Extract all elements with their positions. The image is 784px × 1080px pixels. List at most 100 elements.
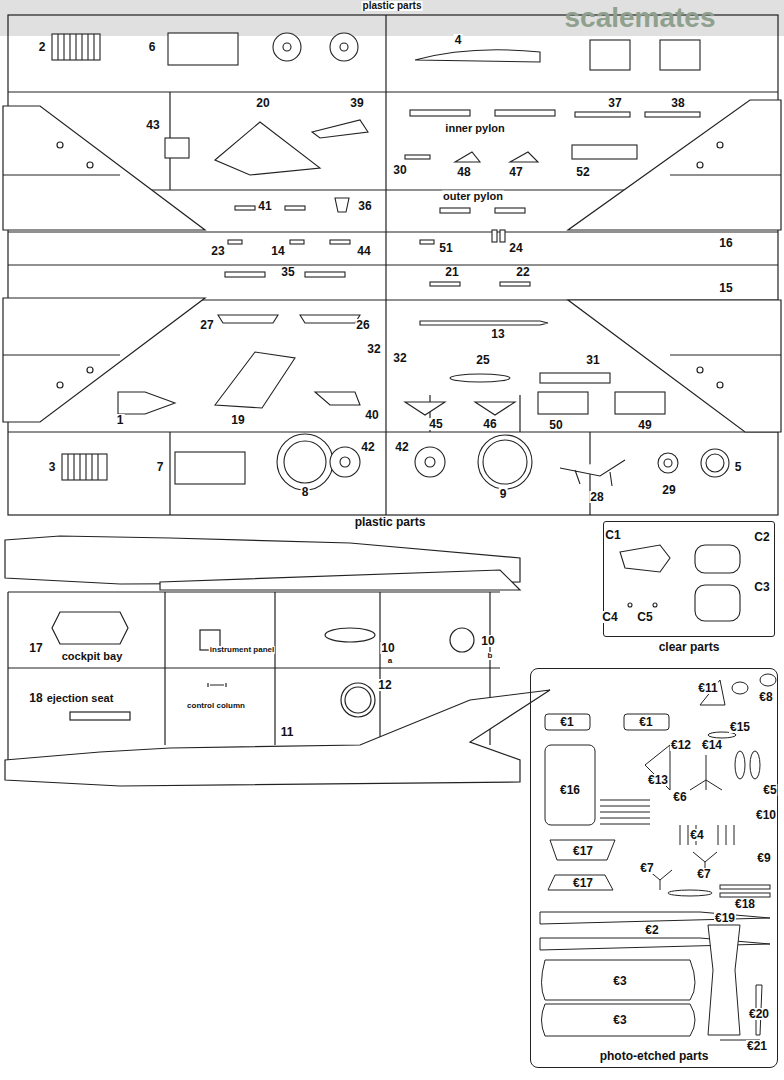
drawing-line — [450, 628, 474, 652]
callout-number: €15 — [729, 721, 751, 733]
drawing-line — [52, 612, 128, 644]
drawing-line — [455, 152, 480, 162]
drawing-line — [430, 282, 460, 286]
drawing-line — [405, 402, 445, 415]
drawing-line — [540, 373, 610, 383]
drawing-line — [290, 240, 304, 244]
drawing-line — [300, 315, 360, 323]
watermark: scalemates — [563, 4, 716, 32]
drawing-line — [57, 142, 63, 148]
callout-number: €20 — [748, 1008, 770, 1020]
callout-number: €7 — [639, 862, 654, 874]
callout-number: 28 — [589, 491, 604, 503]
drawing-line — [701, 449, 729, 477]
drawing-line — [410, 110, 470, 116]
callout-number: €4 — [689, 829, 704, 841]
callout-number: 18 — [28, 692, 43, 704]
drawing-line — [560, 460, 625, 486]
drawing-line — [3, 298, 205, 422]
callout-number: €3 — [612, 1014, 627, 1026]
drawing-line — [277, 434, 333, 490]
drawing-line — [3, 174, 120, 175]
drawing-line — [478, 435, 532, 489]
drawing-line — [697, 367, 703, 373]
drawing-line — [415, 50, 540, 62]
callout-number: 17 — [28, 642, 43, 654]
drawing-line — [208, 683, 226, 687]
callout-number: 9 — [499, 488, 508, 500]
callout-number: 6 — [148, 41, 157, 53]
photo-etched-drawing — [540, 674, 776, 1040]
callout-number: C5 — [636, 611, 653, 623]
callout-number: €1 — [638, 716, 653, 728]
callout-number: €12 — [670, 739, 692, 751]
callout-number: €17 — [572, 845, 594, 857]
callout-number: 32 — [392, 352, 407, 364]
drawing-line — [8, 591, 500, 592]
drawing-line — [169, 432, 170, 515]
drawing-line — [218, 315, 278, 323]
drawing-line — [645, 112, 700, 117]
drawing-line — [668, 890, 712, 896]
callout-number: 50 — [548, 419, 563, 431]
drawing-line — [495, 110, 555, 116]
drawing-line — [420, 321, 548, 325]
drawing-line — [283, 43, 291, 51]
wing-parts — [3, 100, 781, 432]
drawing-line — [8, 15, 778, 515]
callout-number: 44 — [356, 245, 371, 257]
callout-number: €3 — [612, 975, 627, 987]
drawing-line — [628, 603, 632, 607]
drawing-line — [330, 447, 360, 477]
callout-number: plastic parts — [354, 516, 427, 528]
callout-number: 11 — [280, 726, 295, 738]
drawing-line — [519, 395, 520, 432]
drawing-line — [697, 162, 703, 168]
callout-number: 32 — [366, 343, 381, 355]
drawing-line — [285, 206, 305, 210]
drawing-line — [590, 40, 630, 70]
callout-number: €1 — [559, 716, 574, 728]
drawing-line — [68, 454, 98, 480]
callout-number: C1 — [604, 529, 621, 541]
callout-number: 42 — [360, 441, 375, 453]
callout-number: 12 — [377, 679, 392, 691]
callout-number: 35 — [280, 266, 295, 278]
drawing-line — [345, 687, 371, 713]
callout-number: 3 — [48, 461, 57, 473]
drawing-line — [405, 155, 430, 159]
drawing-line — [475, 402, 515, 415]
drawing-line — [5, 690, 550, 786]
drawing-line — [164, 592, 165, 745]
callout-number: 7 — [156, 461, 165, 473]
drawing-line — [548, 875, 613, 890]
drawing-line — [168, 33, 238, 65]
callout-number: b — [487, 652, 494, 660]
callout-number: €8 — [758, 691, 773, 703]
callout-number: 20 — [255, 97, 270, 109]
callout-number: 48 — [456, 166, 471, 178]
drawing-line — [274, 592, 275, 745]
callout-number: 1 — [116, 414, 125, 426]
drawing-line — [664, 459, 672, 467]
callout-number: 10 — [380, 642, 395, 654]
drawing-line — [624, 714, 669, 730]
drawing-line — [660, 40, 700, 70]
drawing-line — [510, 152, 538, 162]
drawing-line — [720, 893, 770, 897]
callout-number: €7 — [696, 868, 711, 880]
drawing-line — [160, 570, 520, 590]
drawing-line — [305, 272, 345, 277]
drawing-line — [645, 745, 670, 790]
drawing-line — [341, 683, 375, 717]
drawing-line — [750, 751, 760, 779]
drawing-line — [680, 825, 734, 845]
drawing-line — [58, 34, 94, 60]
fuselage-sprue — [5, 536, 550, 786]
callout-number: 27 — [199, 319, 214, 331]
callout-number: 15 — [718, 282, 733, 294]
callout-number: €9 — [756, 852, 771, 864]
callout-number: €2 — [644, 924, 659, 936]
callout-number: cockpit bay — [61, 651, 124, 662]
